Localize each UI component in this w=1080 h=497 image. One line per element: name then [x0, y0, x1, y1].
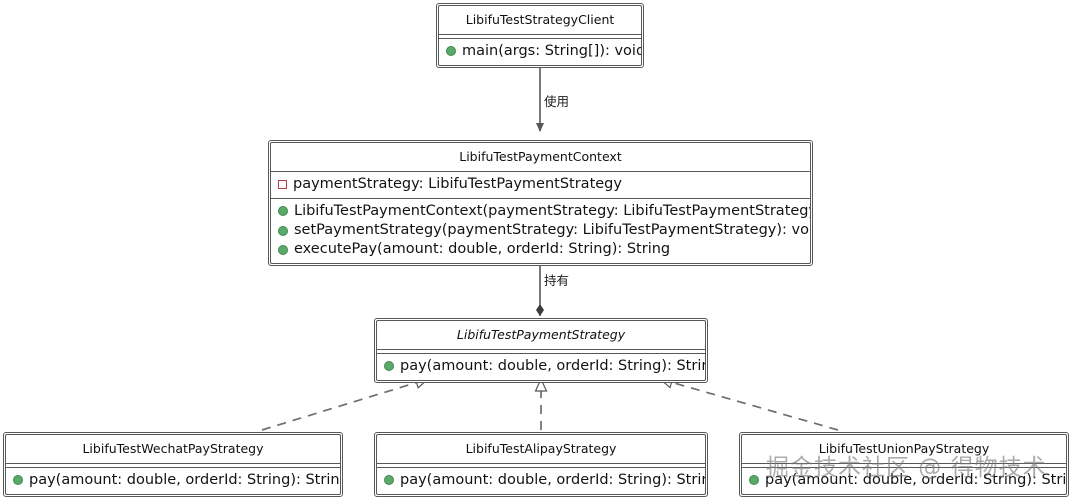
uml-class-context-title: LibifuTestPaymentContext — [459, 149, 622, 164]
uml-method-label: pay(amount: double, orderId: String): St… — [765, 471, 1067, 488]
uml-method-label: setPaymentStrategy(paymentStrategy: Libi… — [294, 222, 811, 238]
uml-separator — [377, 348, 705, 350]
uml-method-label: pay(amount: double, orderId: String): St… — [29, 471, 341, 488]
public-visibility-icon — [384, 361, 394, 372]
uml-separator — [271, 170, 810, 172]
uml-class-context[interactable]: LibifuTestPaymentContext paymentStrategy… — [268, 140, 813, 267]
uml-class-wechat-frame: LibifuTestWechatPayStrategy pay(amount: … — [5, 434, 341, 495]
edge-label-holds: 持有 — [544, 273, 570, 288]
uml-class-alipay[interactable]: LibifuTestAlipayStrategy pay(amount: dou… — [374, 432, 708, 497]
uml-separator — [377, 462, 705, 464]
uml-method-row[interactable]: pay(amount: double, orderId: String): St… — [377, 357, 705, 376]
public-visibility-icon — [278, 244, 288, 255]
uml-field-label: paymentStrategy: LibifuTestPaymentStrate… — [293, 175, 622, 192]
uml-separator — [439, 37, 641, 39]
uml-separator — [742, 462, 1066, 464]
uml-class-client-methods: main(args: String[]): void — [439, 39, 641, 65]
uml-field-row[interactable]: paymentStrategy: LibifuTestPaymentStrate… — [271, 175, 810, 194]
uml-class-wechat-title: LibifuTestWechatPayStrategy — [82, 441, 264, 456]
uml-class-client-title: LibifuTestStrategyClient — [465, 12, 615, 27]
uml-method-row[interactable]: pay(amount: double, orderId: String): St… — [377, 471, 705, 490]
uml-class-alipay-title: LibifuTestAlipayStrategy — [465, 441, 617, 456]
uml-class-unionpay-frame: LibifuTestUnionPayStrategy pay(amount: d… — [741, 434, 1067, 495]
uml-class-wechat-methods: pay(amount: double, orderId: String): St… — [6, 468, 340, 494]
uml-interface-strategy-title: LibifuTestPaymentStrategy — [456, 327, 626, 342]
uml-separator — [742, 466, 1066, 468]
public-visibility-icon — [446, 46, 456, 57]
uml-separator — [6, 462, 340, 464]
uml-method-row[interactable]: setPaymentStrategy(paymentStrategy: Libi… — [271, 221, 810, 240]
uml-method-row[interactable]: pay(amount: double, orderId: String): St… — [742, 471, 1066, 490]
uml-class-client-frame: LibifuTestStrategyClient main(args: Stri… — [438, 5, 642, 66]
private-visibility-icon — [278, 179, 287, 189]
uml-method-row[interactable]: LibifuTestPaymentContext(paymentStrategy… — [271, 202, 810, 221]
uml-class-unionpay-methods: pay(amount: double, orderId: String): St… — [742, 468, 1066, 494]
uml-method-row[interactable]: pay(amount: double, orderId: String): St… — [6, 471, 340, 490]
public-visibility-icon — [278, 225, 288, 236]
uml-class-alipay-methods: pay(amount: double, orderId: String): St… — [377, 468, 705, 494]
uml-interface-strategy-frame: LibifuTestPaymentStrategy pay(amount: do… — [376, 320, 706, 381]
uml-method-label: pay(amount: double, orderId: String): St… — [400, 357, 706, 374]
uml-class-unionpay-title: LibifuTestUnionPayStrategy — [818, 441, 990, 456]
uml-class-unionpay[interactable]: LibifuTestUnionPayStrategy pay(amount: d… — [739, 432, 1069, 497]
edge-impl-wechat — [261, 376, 430, 431]
uml-method-label: pay(amount: double, orderId: String): St… — [400, 471, 706, 488]
uml-class-alipay-frame: LibifuTestAlipayStrategy pay(amount: dou… — [376, 434, 706, 495]
uml-class-context-fields: paymentStrategy: LibifuTestPaymentStrate… — [271, 172, 810, 198]
uml-method-row[interactable]: main(args: String[]): void — [439, 42, 641, 61]
uml-method-label: main(args: String[]): void — [462, 42, 642, 59]
uml-class-wechat[interactable]: LibifuTestWechatPayStrategy pay(amount: … — [3, 432, 343, 497]
uml-method-label: executePay(amount: double, orderId: Stri… — [294, 241, 671, 258]
uml-separator — [271, 197, 810, 199]
public-visibility-icon — [384, 475, 394, 486]
uml-interface-strategy[interactable]: LibifuTestPaymentStrategy pay(amount: do… — [374, 318, 708, 383]
public-visibility-icon — [749, 475, 759, 486]
public-visibility-icon — [278, 206, 288, 217]
uml-class-client[interactable]: LibifuTestStrategyClient main(args: Stri… — [436, 3, 644, 68]
edge-label-uses: 使用 — [544, 94, 570, 109]
uml-class-context-methods: LibifuTestPaymentContext(paymentStrategy… — [271, 199, 810, 263]
uml-separator — [377, 352, 705, 354]
uml-class-context-frame: LibifuTestPaymentContext paymentStrategy… — [270, 142, 811, 265]
uml-method-label: LibifuTestPaymentContext(paymentStrategy… — [294, 202, 811, 219]
edge-impl-unionpay — [658, 376, 839, 431]
public-visibility-icon — [13, 475, 23, 486]
uml-separator — [439, 33, 641, 35]
uml-method-row[interactable]: executePay(amount: double, orderId: Stri… — [271, 240, 810, 259]
uml-separator — [6, 466, 340, 468]
uml-separator — [377, 466, 705, 468]
uml-interface-strategy-methods: pay(amount: double, orderId: String): St… — [377, 354, 705, 380]
